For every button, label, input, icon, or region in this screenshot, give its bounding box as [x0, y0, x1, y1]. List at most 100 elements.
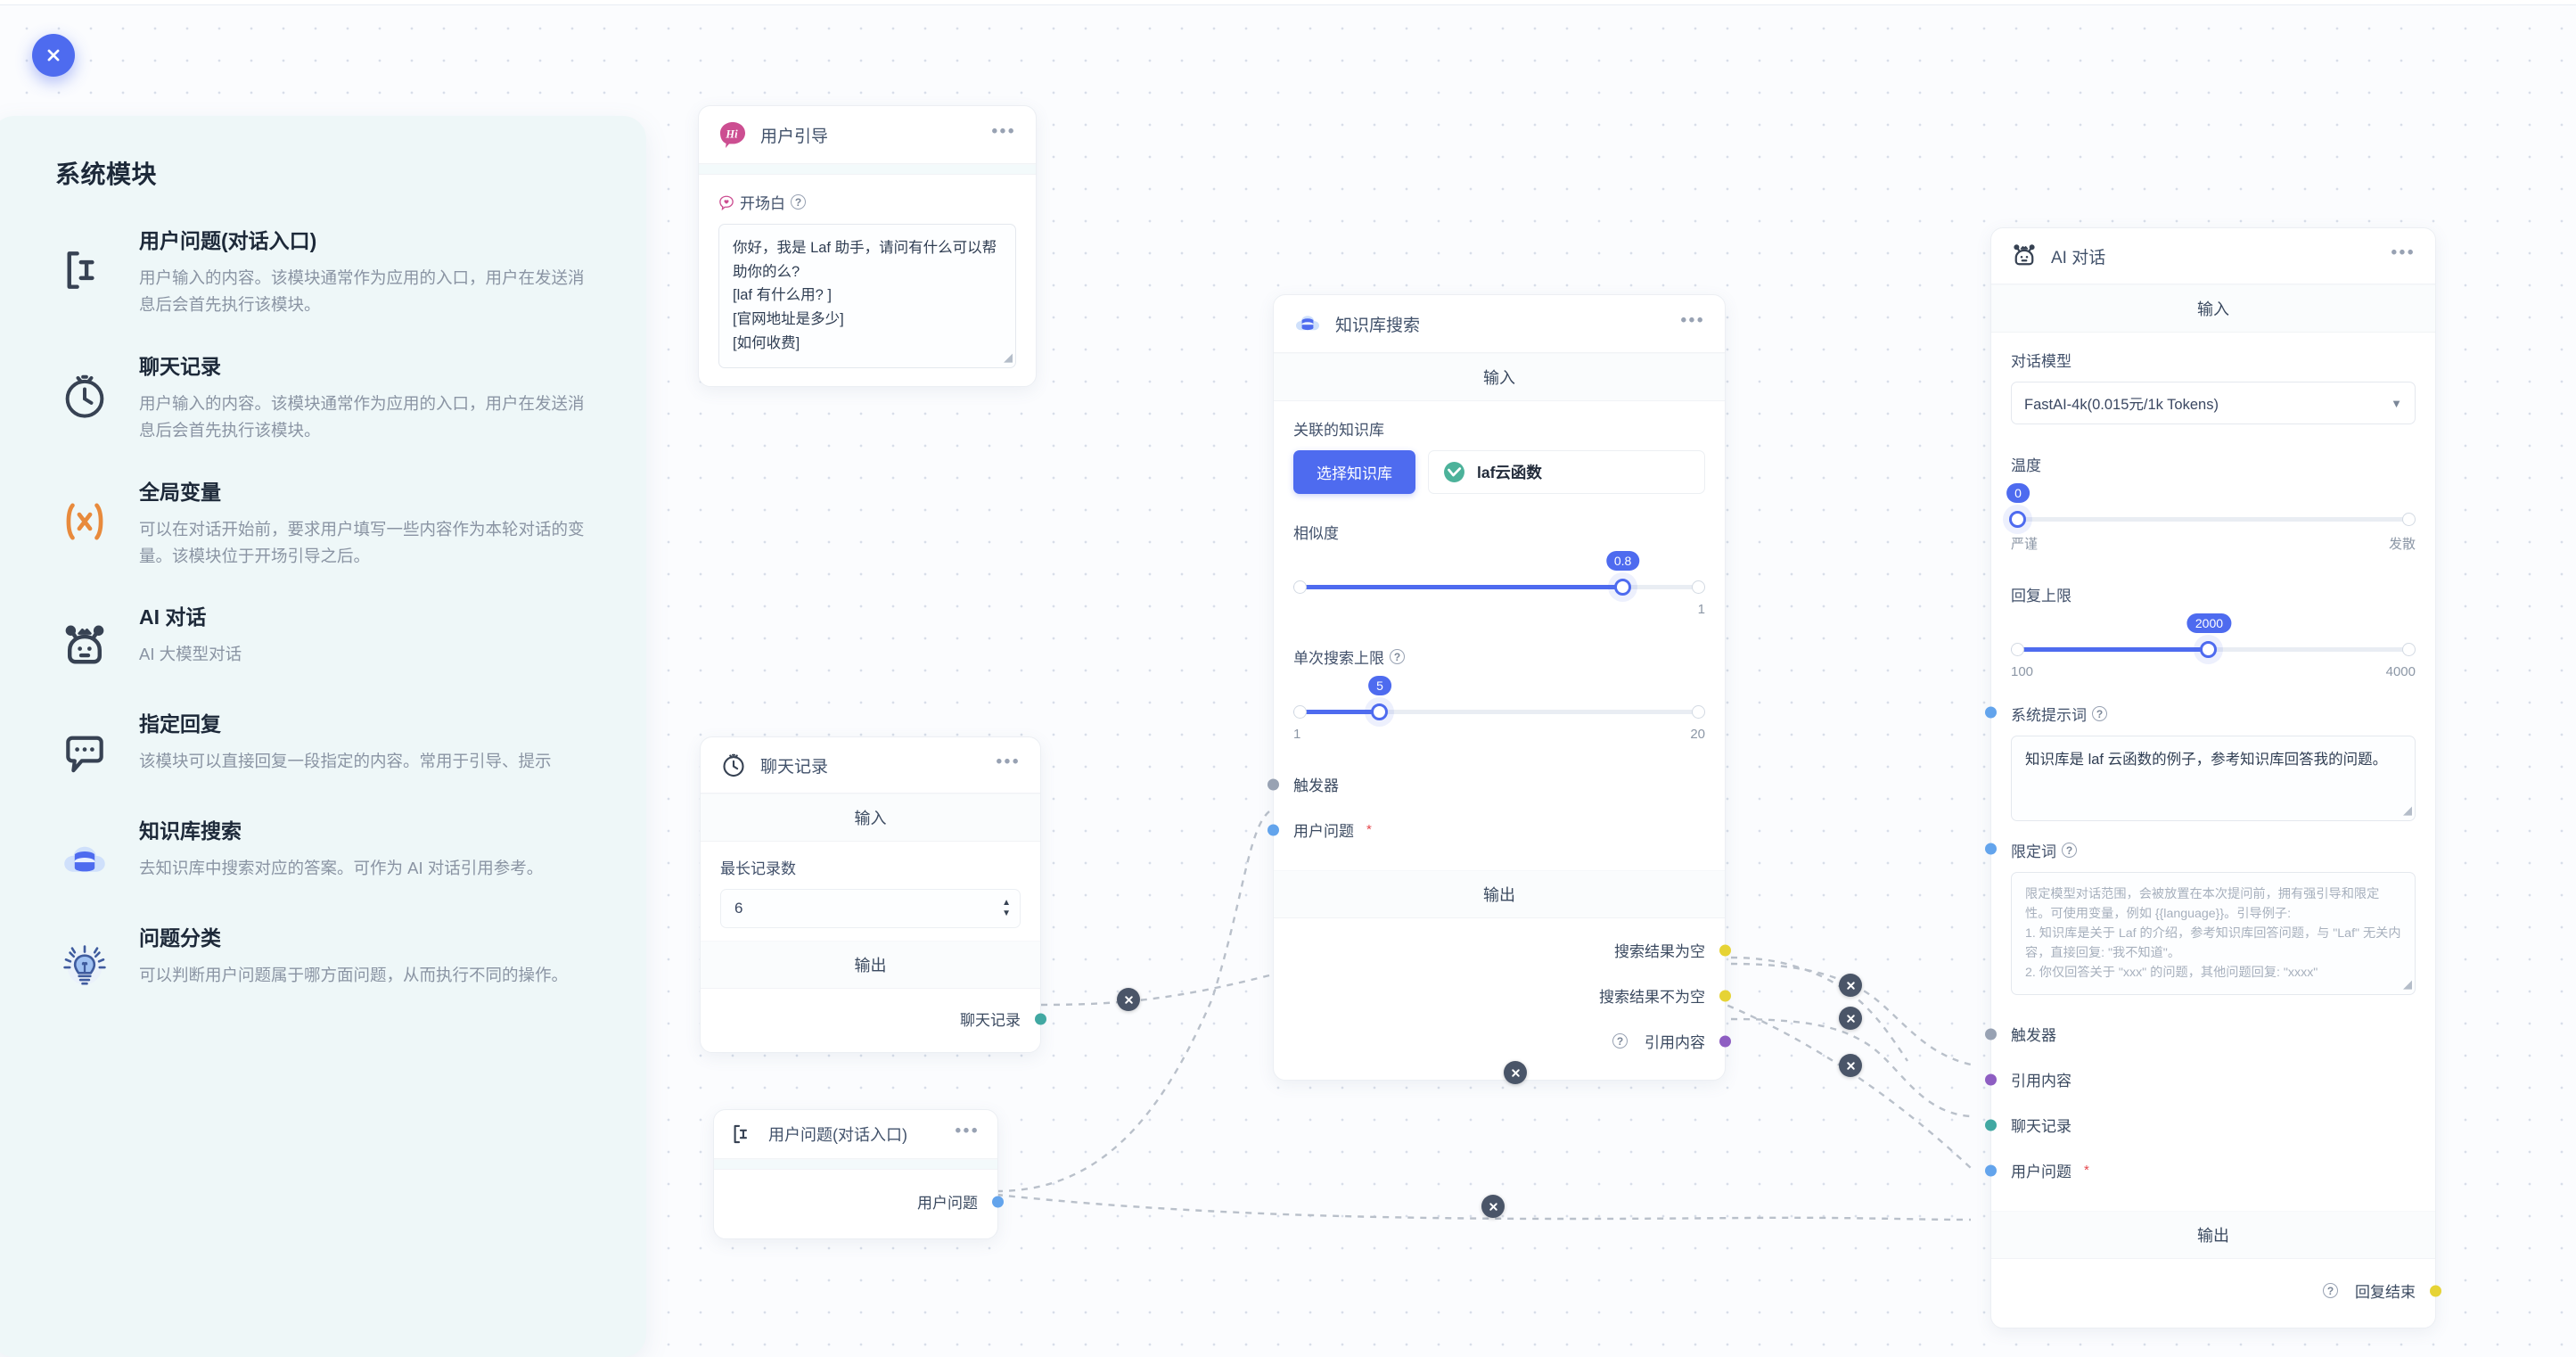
node-menu-icon[interactable]: •••: [991, 122, 1016, 141]
module-item-global-variable[interactable]: 全局变量 可以在对话开始前，要求用户填写一些内容作为本轮对话的变量。该模块位于开…: [55, 478, 593, 570]
edge-delete-button[interactable]: [1839, 974, 1862, 997]
node-header[interactable]: 用户问题(对话入口) •••: [714, 1110, 997, 1159]
input-port-trigger[interactable]: 触发器: [1267, 761, 1705, 807]
output-port-reply-end[interactable]: ? 回复结束: [2011, 1268, 2441, 1313]
port-dot-yellow[interactable]: [1719, 944, 1731, 956]
history-clock-icon: [720, 752, 747, 778]
output-port-nonempty-result[interactable]: 搜索结果不为空: [1293, 973, 1731, 1018]
laf-logo-icon: [1443, 461, 1465, 483]
module-item-user-question[interactable]: 用户问题(对话入口) 用户输入的内容。该模块通常作为应用的入口，用户在发送消息后…: [55, 226, 593, 318]
port-dot-purple[interactable]: [1719, 1035, 1731, 1047]
kb-chip-laf[interactable]: laf云函数: [1428, 450, 1705, 494]
node-kb-search[interactable]: 知识库搜索 ••• 输入 关联的知识库 选择知识库 laf云函数 相似度: [1267, 294, 1731, 1081]
node-menu-icon[interactable]: •••: [2391, 243, 2416, 262]
edge-delete-button[interactable]: [1481, 1195, 1505, 1218]
max-tokens-slider[interactable]: 2000: [2011, 613, 2416, 670]
close-icon: [47, 49, 60, 62]
port-dot-gray[interactable]: [1267, 778, 1279, 790]
output-port-empty-result[interactable]: 搜索结果为空: [1293, 927, 1731, 973]
node-menu-icon[interactable]: •••: [996, 753, 1021, 771]
port-dot-blue[interactable]: [1267, 824, 1279, 835]
close-panel-button[interactable]: [32, 34, 75, 77]
topk-slider[interactable]: 5: [1293, 676, 1705, 732]
node-menu-icon[interactable]: •••: [1680, 311, 1705, 330]
help-icon[interactable]: ?: [2062, 843, 2077, 858]
slider-min-dot: [1293, 580, 1307, 594]
chevron-down-icon[interactable]: ▼: [2391, 396, 2402, 410]
node-menu-icon[interactable]: •••: [955, 1122, 980, 1140]
port-dot-purple[interactable]: [1985, 1073, 1997, 1085]
help-icon[interactable]: ?: [1390, 649, 1405, 664]
node-title: 用户问题(对话入口): [768, 1126, 907, 1144]
edge-delete-button[interactable]: [1504, 1061, 1527, 1084]
port-dot-yellow[interactable]: [2430, 1285, 2441, 1296]
module-item-kb-search[interactable]: 知识库搜索 去知识库中搜索对应的答案。可作为 AI 对话引用参考。: [55, 817, 593, 890]
node-user-guide[interactable]: Hi 用户引导 ••• 开场白 ? 你好，我是 Laf 助手，请问有什么可以帮助…: [698, 105, 1037, 387]
node-header[interactable]: Hi 用户引导 •••: [699, 106, 1036, 164]
module-item-question-classify[interactable]: 问题分类 可以判断用户问题属于哪方面问题，从而执行不同的操作。: [55, 924, 593, 997]
input-port-user-question[interactable]: 用户问题*: [1267, 807, 1705, 852]
port-dot-blue[interactable]: [1985, 843, 1997, 855]
stepper-arrows[interactable]: ▲ ▼: [1002, 899, 1011, 918]
port-dot-yellow[interactable]: [1719, 990, 1731, 1001]
select-kb-button[interactable]: 选择知识库: [1293, 450, 1415, 494]
module-item-ai-chat[interactable]: AI 对话 AI 大模型对话: [55, 603, 593, 676]
slider-value-bubble: 5: [1368, 676, 1391, 695]
help-icon[interactable]: ?: [791, 194, 806, 210]
chevron-down-icon[interactable]: ▼: [1002, 909, 1011, 918]
node-header[interactable]: 知识库搜索 •••: [1274, 295, 1725, 353]
output-port-chat-history[interactable]: 聊天记录: [720, 996, 1046, 1041]
similarity-slider[interactable]: 0.8: [1293, 551, 1705, 607]
model-select[interactable]: FastAI-4k(0.015元/1k Tokens) ▼: [2011, 382, 2416, 424]
resize-grip-icon[interactable]: ◢: [1004, 350, 1013, 364]
slider-max-dot: [1692, 705, 1705, 719]
slider-fill: [2011, 647, 2210, 652]
input-band: 输入: [1991, 284, 2435, 333]
resize-grip-icon[interactable]: ◢: [2403, 977, 2412, 991]
output-port-quote-content[interactable]: ? 引用内容: [1293, 1018, 1731, 1064]
max-records-stepper[interactable]: 6 ▲ ▼: [720, 889, 1021, 928]
output-band: 输出: [701, 941, 1040, 989]
system-prompt-textarea[interactable]: 知识库是 laf 云函数的例子，参考知识库回答我的问题。: [2011, 736, 2416, 821]
input-port-chat-history[interactable]: 聊天记录: [1985, 1102, 2416, 1147]
limit-prompt-textarea[interactable]: 限定模型对话范围，会被放置在本次提问前，拥有强引导和限定性。可使用变量，例如 {…: [2011, 872, 2416, 995]
module-text: 聊天记录 用户输入的内容。该模块通常作为应用的入口，用户在发送消息后会首先执行该…: [139, 352, 593, 444]
node-ai-chat[interactable]: AI 对话 ••• 输入 对话模型 FastAI-4k(0.015元/1k To…: [1985, 227, 2441, 1328]
port-dot-gray[interactable]: [1985, 1028, 1997, 1040]
system-prompt-label: 系统提示词 ?: [1985, 703, 2416, 725]
help-icon[interactable]: ?: [2092, 706, 2107, 721]
module-item-specified-reply[interactable]: 指定回复 该模块可以直接回复一段指定的内容。常用于引导、提示: [55, 710, 593, 783]
port-dot-teal[interactable]: [1035, 1013, 1046, 1024]
slider-knob[interactable]: [2200, 641, 2218, 658]
system-modules-panel[interactable]: 系统模块 用户问题(对话入口) 用户输入的内容。该模块通常作为应用的入口，用户在…: [0, 116, 646, 1357]
help-icon[interactable]: ?: [2323, 1283, 2338, 1298]
module-item-chat-history[interactable]: 聊天记录 用户输入的内容。该模块通常作为应用的入口，用户在发送消息后会首先执行该…: [55, 352, 593, 444]
port-dot-teal[interactable]: [1985, 1119, 1997, 1131]
opening-line-textarea[interactable]: 你好，我是 Laf 助手，请问有什么可以帮助你的么? [laf 有什么用? ] …: [718, 224, 1016, 368]
slider-knob[interactable]: [1613, 579, 1631, 596]
edge-delete-button[interactable]: [1839, 1007, 1862, 1030]
history-clock-icon: [55, 366, 114, 425]
edge-delete-button[interactable]: [1117, 988, 1140, 1011]
input-port-user-question[interactable]: 用户问题*: [1985, 1147, 2416, 1193]
input-port-trigger[interactable]: 触发器: [1985, 1011, 2416, 1057]
help-icon[interactable]: ?: [1612, 1033, 1628, 1049]
kb-select-row: 选择知识库 laf云函数: [1293, 450, 1705, 494]
node-chat-history[interactable]: 聊天记录 ••• 输入 最长记录数 6 ▲ ▼ 输出 聊天记录: [700, 736, 1046, 1053]
port-dot-blue[interactable]: [992, 1196, 1004, 1207]
slider-knob[interactable]: [1371, 703, 1389, 720]
node-header[interactable]: 聊天记录 •••: [701, 737, 1040, 794]
port-dot-blue[interactable]: [1985, 1164, 1997, 1176]
module-name: 知识库搜索: [139, 819, 242, 843]
chevron-up-icon[interactable]: ▲: [1002, 898, 1011, 908]
edge-delete-button[interactable]: [1839, 1054, 1862, 1077]
resize-grip-icon[interactable]: ◢: [2403, 803, 2412, 817]
temperature-slider[interactable]: 0: [2006, 483, 2416, 539]
input-port-quote[interactable]: 引用内容: [1985, 1057, 2416, 1102]
node-header[interactable]: AI 对话 •••: [1991, 228, 2435, 284]
output-port-user-question[interactable]: 用户问题: [734, 1179, 1004, 1224]
node-user-question[interactable]: 用户问题(对话入口) ••• 用户问题: [713, 1109, 1004, 1239]
slider-knob[interactable]: [2009, 511, 2026, 528]
port-dot-blue[interactable]: [1985, 706, 1997, 719]
